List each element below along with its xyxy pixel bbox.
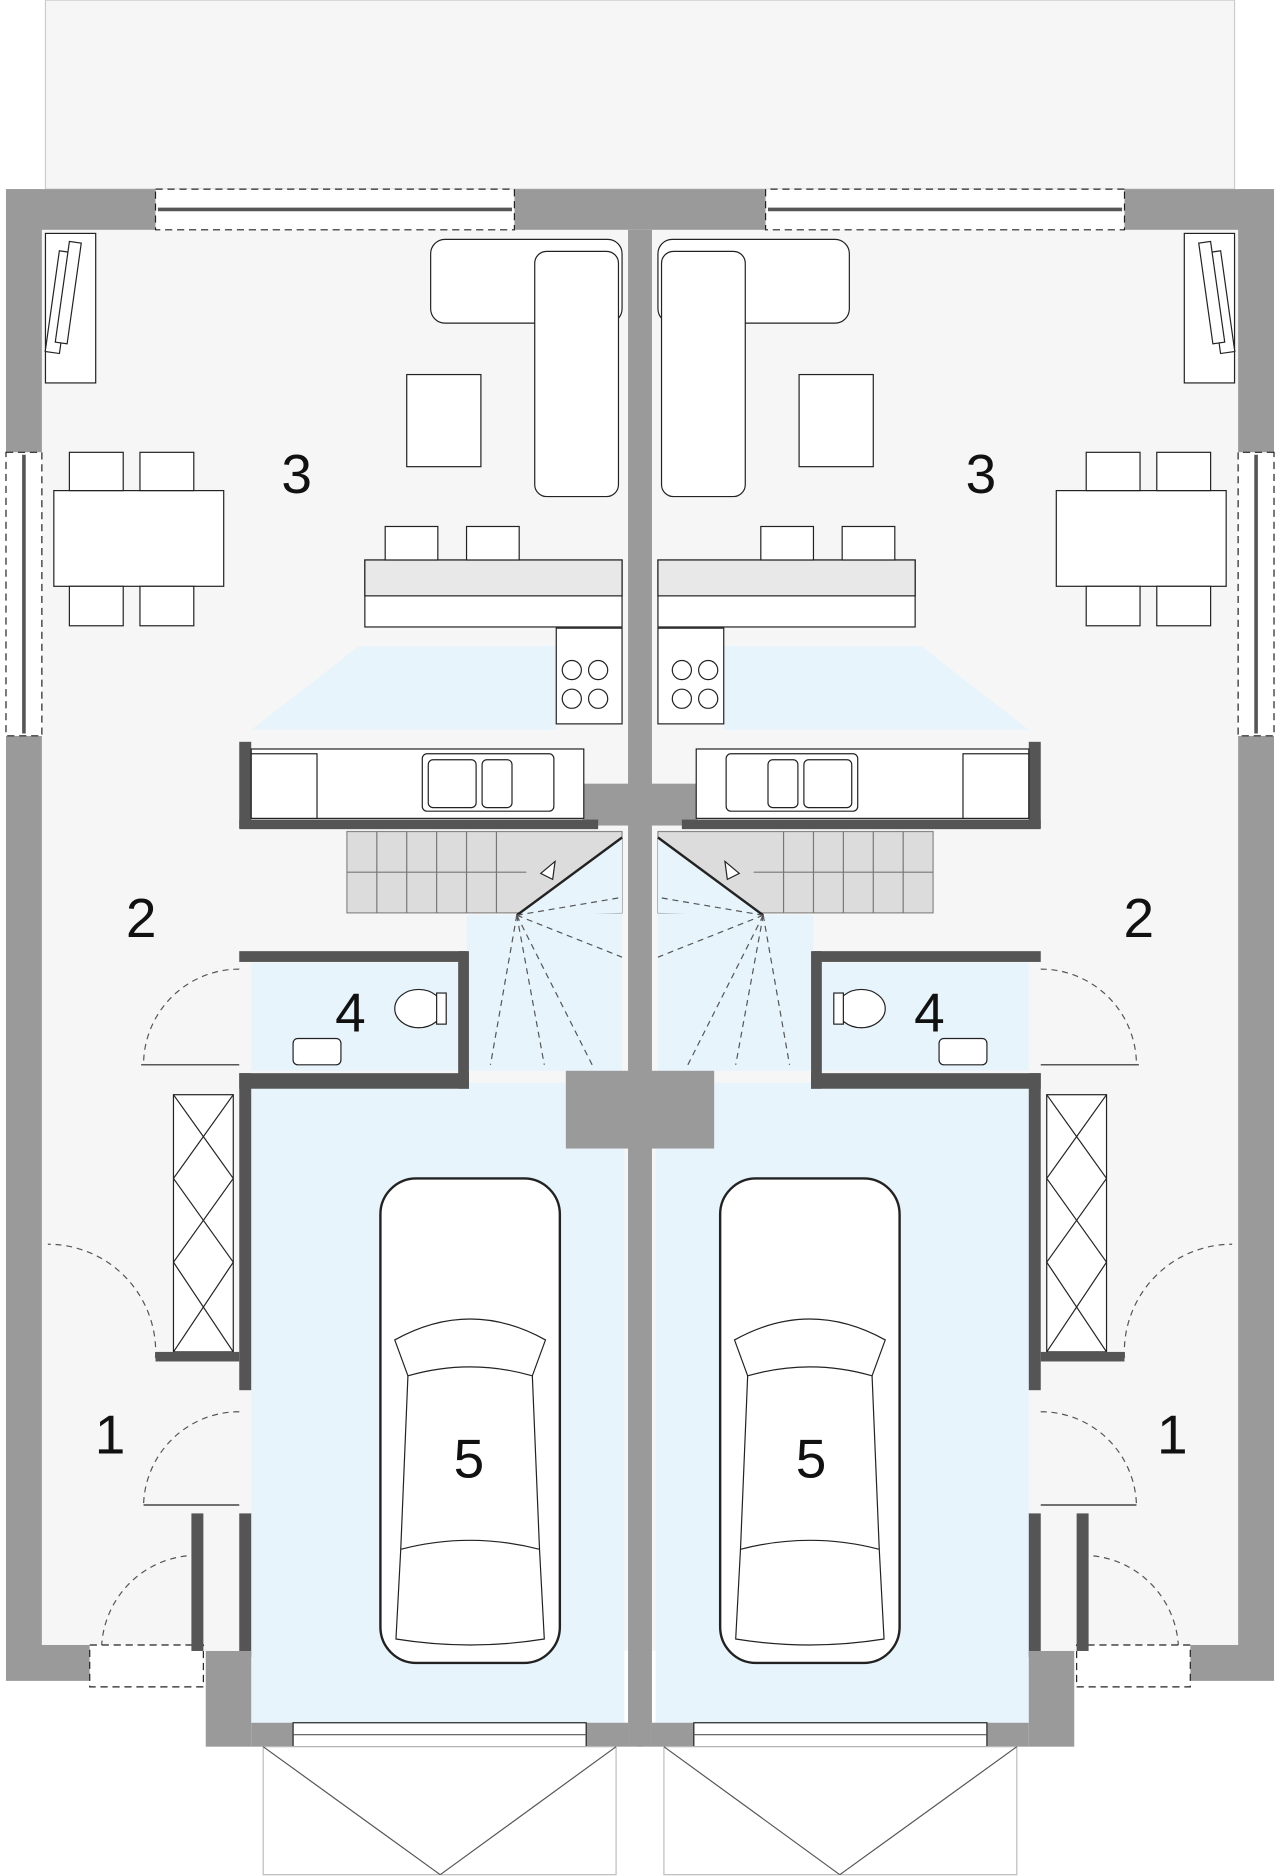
left-unit [4, 187, 645, 1876]
room-label-hall-left: 1 [95, 1404, 126, 1466]
room-label-corridor-right: 2 [1124, 887, 1155, 949]
room-label-wc-right: 4 [914, 981, 945, 1043]
room-label-living-right: 3 [966, 443, 997, 505]
terrace [44, 0, 1236, 190]
room-label-hall-right: 1 [1157, 1404, 1188, 1466]
room-label-garage-right: 5 [796, 1428, 827, 1490]
room-label-corridor-left: 2 [126, 887, 157, 949]
room-label-garage-left: 5 [454, 1428, 485, 1490]
right-unit [635, 187, 1276, 1876]
room-label-living-left: 3 [281, 443, 312, 505]
room-label-wc-left: 4 [335, 981, 366, 1043]
